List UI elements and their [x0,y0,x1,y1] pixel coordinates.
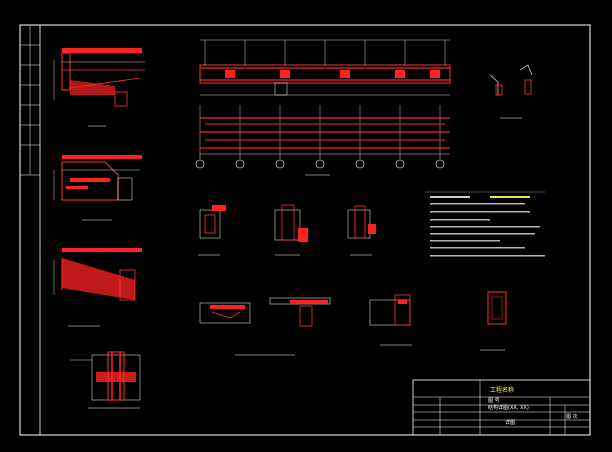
binding-strip [20,25,41,435]
column-section-right [480,291,507,351]
detail-cantilever-1 [53,48,145,127]
section-detail-a [198,205,226,256]
stirrup-details [489,64,533,119]
title-block [412,379,591,436]
rebar-plan-layout [195,105,450,176]
title-block-sheet-no: 图 号 [488,398,500,404]
joint-detail-left [199,297,331,356]
section-detail-b [274,204,308,256]
title-block-drawing-title: 结构详图(XX, XX) [488,404,529,411]
title-block-sheet-count: 图 次 [566,413,578,420]
joint-detail-right [369,294,412,346]
detail-column-base [70,351,141,409]
title-block-subtitle: 详图 [505,419,515,426]
sheet-border [19,24,591,436]
main-beam-elevation [199,39,451,96]
detail-cantilever-2 [53,155,142,221]
title-block-project: 工程名称 [490,386,514,394]
section-detail-c [347,205,376,256]
detail-cantilever-3 [53,248,142,327]
general-notes [425,191,545,257]
